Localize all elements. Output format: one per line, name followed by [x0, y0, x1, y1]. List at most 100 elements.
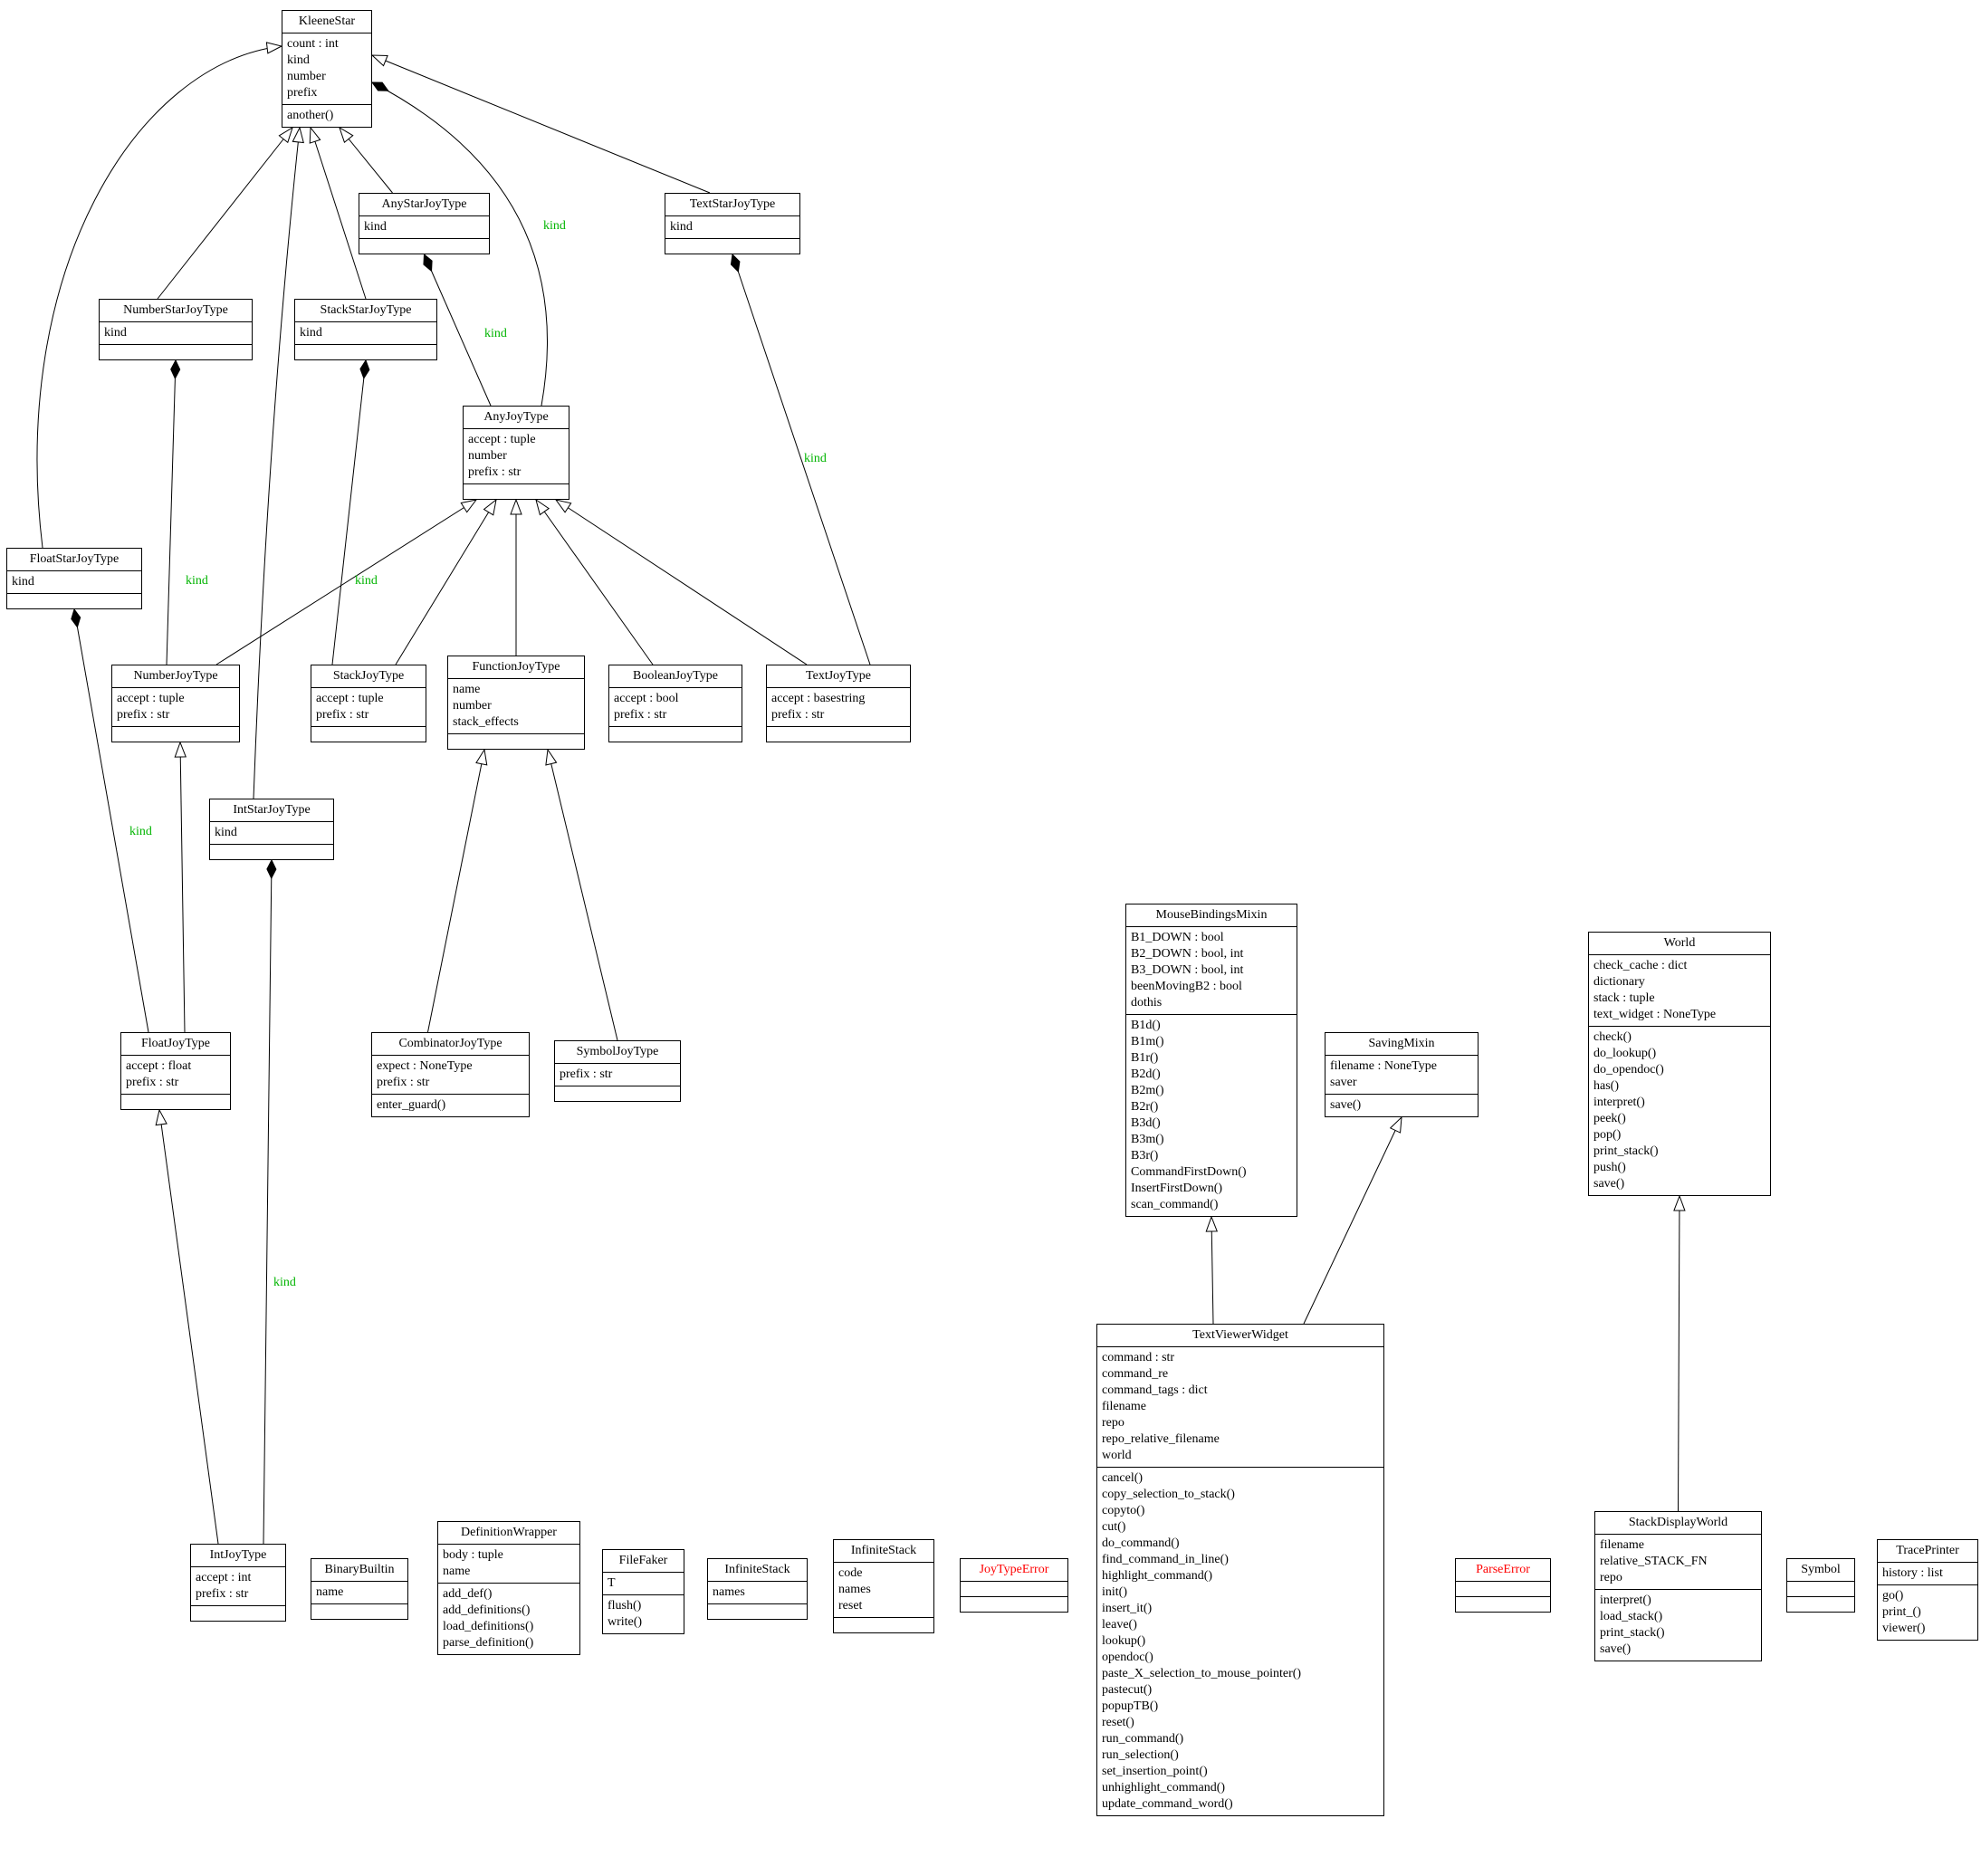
class-name: InfiniteStack	[850, 1544, 917, 1557]
edge-inheritance-floatstarjoytype-to-kleenestar	[36, 46, 282, 549]
attribute-row: beenMovingB2 : bool	[1131, 980, 1242, 993]
methods-compartment	[834, 1617, 933, 1632]
methods-compartment	[7, 593, 141, 608]
attribute-row: name	[443, 1565, 471, 1578]
class-name: NumberJoyType	[133, 669, 218, 683]
attributes-compartment: T	[603, 1572, 684, 1594]
attribute-row: prefix : str	[468, 465, 522, 479]
method-row: leave()	[1102, 1618, 1137, 1632]
attribute-row: B2_DOWN : bool, int	[1131, 947, 1244, 961]
edge-label-kind: kind	[804, 452, 827, 465]
attributes-compartment: kind	[665, 215, 799, 238]
edge-inheritance-stackjoytype-to-anyjoytype	[395, 500, 496, 665]
attribute-row: accept : float	[126, 1059, 192, 1073]
methods-compartment: flush()write()	[603, 1594, 684, 1633]
method-row: do_command()	[1102, 1536, 1180, 1550]
edge-label-kind: kind	[543, 219, 566, 233]
class-infinitestack2: InfiniteStack code names reset	[833, 1539, 934, 1633]
methods-compartment	[311, 726, 426, 742]
attribute-row: prefix : str	[377, 1076, 430, 1089]
method-row: cancel()	[1102, 1471, 1144, 1485]
method-row: push()	[1593, 1161, 1626, 1174]
methods-compartment: add_def()add_definitions()load_definitio…	[438, 1583, 579, 1654]
class-name: IntJoyType	[209, 1548, 267, 1562]
class-name: World	[1663, 936, 1696, 950]
edge-inheritance-floatjoytype-to-numberjoytype	[180, 742, 185, 1033]
attribute-row: names	[713, 1585, 745, 1599]
attribute-row: filename	[1102, 1400, 1146, 1413]
edge-aggregation-textjoytype-to-textstarjoytype	[732, 254, 871, 665]
attribute-row: prefix : str	[614, 708, 667, 722]
method-row: load_definitions()	[443, 1620, 534, 1633]
class-numberjoytype: NumberJoyType accept : tuple prefix : str	[111, 665, 240, 742]
attributes-compartment: code names reset	[834, 1562, 933, 1617]
attribute-row: prefix	[287, 86, 318, 100]
edge-inheritance-intstarjoytype-to-kleenestar	[253, 128, 300, 799]
class-name: InfiniteStack	[724, 1563, 790, 1576]
class-joytypeerror: JoyTypeError	[960, 1558, 1068, 1613]
attribute-row: accept : tuple	[117, 692, 185, 705]
methods-compartment: enter_guard()	[372, 1094, 529, 1116]
edge-inheritance-textviewerwidget-to-savingmixin	[1303, 1117, 1402, 1325]
attribute-row: T	[608, 1576, 616, 1590]
method-row: print_()	[1882, 1605, 1921, 1619]
attribute-row: accept : bool	[614, 692, 679, 705]
method-row: B2r()	[1131, 1100, 1159, 1114]
attribute-row: kind	[670, 220, 693, 234]
method-row: print_stack()	[1600, 1626, 1665, 1640]
attribute-row: code	[838, 1566, 863, 1580]
class-name: SymbolJoyType	[576, 1045, 659, 1058]
methods-compartment: check()do_lookup()do_opendoc()has()inter…	[1589, 1026, 1770, 1195]
method-row: enter_guard()	[377, 1098, 446, 1112]
attribute-row: check_cache : dict	[1593, 959, 1688, 972]
attributes-compartment: kind	[210, 821, 333, 844]
attribute-row: accept : basestring	[771, 692, 866, 705]
attribute-row: reset	[838, 1599, 863, 1613]
method-row: pastecut()	[1102, 1683, 1153, 1697]
attribute-row: relative_STACK_FN	[1600, 1555, 1708, 1568]
methods-compartment: save()	[1325, 1094, 1478, 1116]
class-name: ParseError	[1476, 1563, 1530, 1576]
attribute-row: saver	[1330, 1076, 1357, 1089]
method-row: copyto()	[1102, 1504, 1145, 1517]
attribute-row: name	[316, 1585, 344, 1599]
method-row: B3d()	[1131, 1116, 1161, 1130]
attribute-row: prefix : str	[117, 708, 170, 722]
attribute-row: B1_DOWN : bool	[1131, 931, 1224, 944]
class-name: FileFaker	[618, 1554, 668, 1567]
method-row: B1m()	[1131, 1035, 1164, 1048]
attribute-row: stack_effects	[453, 715, 519, 729]
method-row: update_command_word()	[1102, 1797, 1233, 1811]
attributes-compartment	[1456, 1581, 1550, 1596]
attribute-row: dictionary	[1593, 975, 1645, 989]
attribute-row: history : list	[1882, 1566, 1943, 1580]
edge-inheritance-stackdisplayworld-to-world	[1679, 1196, 1680, 1512]
method-row: run_selection()	[1102, 1748, 1179, 1762]
method-row: check()	[1593, 1030, 1632, 1044]
method-row: B1r()	[1131, 1051, 1159, 1065]
method-row: run_command()	[1102, 1732, 1184, 1746]
attributes-compartment: accept : tuple prefix : str	[112, 687, 239, 726]
attribute-row: accept : tuple	[468, 433, 536, 446]
edge-label-kind: kind	[273, 1276, 296, 1289]
method-row: popupTB()	[1102, 1699, 1159, 1713]
method-row: add_def()	[443, 1587, 493, 1601]
method-row: B3m()	[1131, 1133, 1164, 1146]
method-row: reset()	[1102, 1716, 1134, 1729]
method-row: unhighlight_command()	[1102, 1781, 1226, 1795]
edge-inheritance-anystarjoytype-to-kleenestar	[340, 128, 393, 194]
edge-inheritance-symboljoytype-to-functionjoytype	[548, 750, 618, 1041]
attributes-compartment: kind	[295, 321, 436, 344]
attribute-row: names	[838, 1583, 871, 1596]
